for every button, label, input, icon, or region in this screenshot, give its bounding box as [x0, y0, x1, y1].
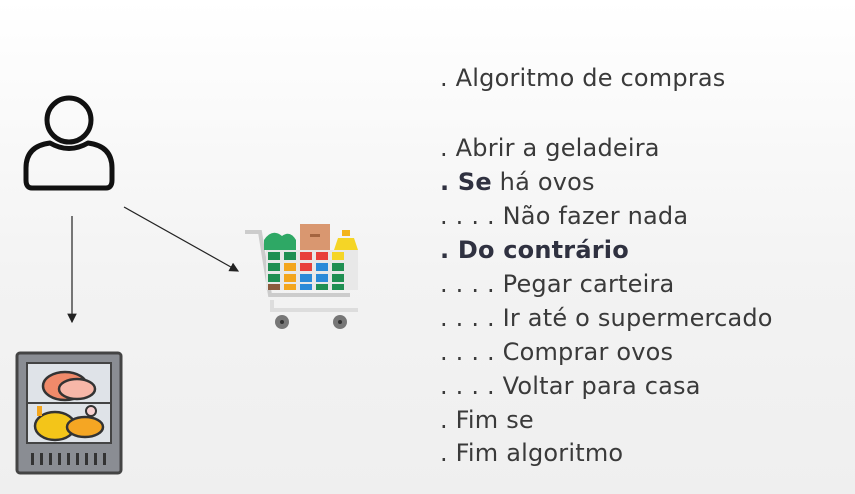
person-icon	[23, 95, 115, 191]
algorithm-line: . Fim algoritmo	[440, 439, 624, 467]
algorithm-line: . . . . Não fazer nada	[440, 202, 689, 230]
algorithm-line: . . . . Pegar carteira	[440, 270, 675, 298]
if-condition: há ovos	[491, 168, 595, 196]
algorithm-line-if: . Se há ovos	[440, 168, 595, 196]
shopping-cart-icon	[245, 224, 358, 329]
if-keyword: . Se	[440, 168, 492, 196]
arrow-to-fridge	[67, 206, 240, 324]
algorithm-line: . . . . Ir até o supermercado	[440, 304, 773, 332]
algorithm-line: . . . . Comprar ovos	[440, 338, 674, 366]
algorithm-title: . Algoritmo de compras	[440, 64, 726, 92]
algorithm-line-else: . Do contrário	[440, 236, 629, 264]
arrow-to-cart	[123, 206, 240, 272]
algorithm-line: . . . . Voltar para casa	[440, 372, 701, 400]
algorithm-line: . Abrir a geladeira	[440, 134, 660, 162]
algorithm-line: . Fim se	[440, 406, 534, 434]
fridge-icon	[15, 351, 123, 475]
